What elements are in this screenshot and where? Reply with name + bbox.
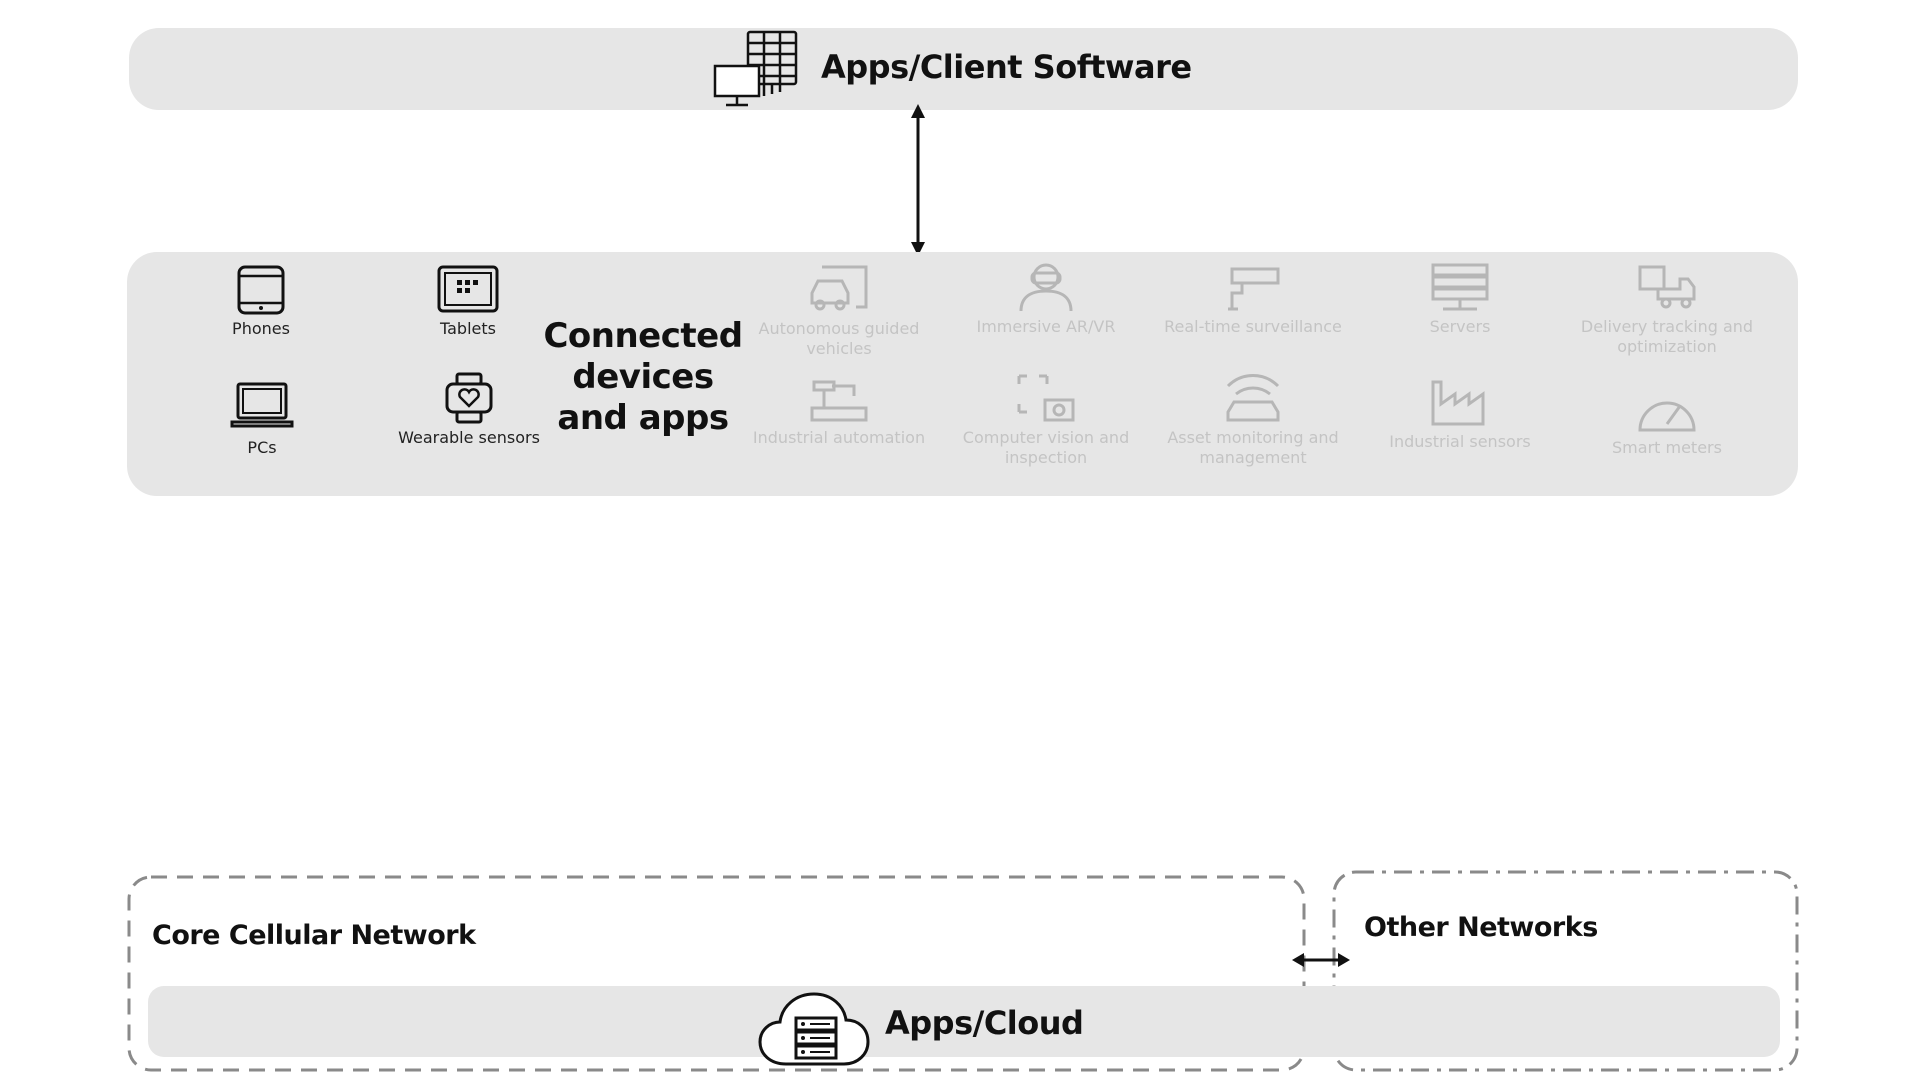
other-networks-title: Other Networks: [1364, 912, 1598, 943]
network-link-arrow: [1292, 953, 1350, 967]
app-label: Delivery tracking and optimization: [1580, 317, 1754, 356]
app-label: Industrial sensors: [1389, 432, 1531, 451]
connected-devices-band: [127, 252, 1798, 496]
laptop-icon: [230, 382, 294, 428]
app-label: Asset monitoring and management: [1167, 428, 1339, 467]
app-delivery: Delivery tracking and optimization: [1567, 263, 1767, 357]
device-label: Tablets: [440, 319, 496, 338]
app-computer-vision: Computer vision and inspection: [946, 372, 1146, 468]
computer-server-icon: [713, 30, 798, 107]
car-signal-icon: [1226, 374, 1280, 422]
vr-headset-icon: [1019, 263, 1073, 312]
device-tablets: Tablets: [368, 265, 568, 339]
app-label: Immersive AR/VR: [976, 317, 1116, 336]
factory-icon: [1431, 380, 1485, 426]
gauge-icon: [1638, 401, 1696, 432]
app-label: Autonomous guided vehicles: [758, 319, 920, 358]
app-autonomous-vehicles: Autonomous guided vehicles: [739, 263, 939, 359]
app-label: Industrial automation: [752, 428, 926, 447]
device-pcs: PCs: [162, 380, 362, 458]
app-industrial-sensors: Industrial sensors: [1360, 378, 1560, 452]
phone-icon: [237, 265, 285, 315]
app-label: Smart meters: [1612, 438, 1722, 457]
app-label: Servers: [1429, 317, 1491, 336]
client-software-title: Apps/Client Software: [821, 48, 1192, 86]
app-industrial-automation: Industrial automation: [739, 372, 939, 448]
app-label: Real-time surveillance: [1164, 317, 1342, 336]
vehicle-icon: [810, 265, 868, 311]
tablet-icon: [437, 265, 499, 313]
device-label: Wearable sensors: [398, 428, 540, 447]
app-ar-vr: Immersive AR/VR: [946, 263, 1146, 337]
app-asset-monitoring: Asset monitoring and management: [1153, 372, 1353, 468]
client-software-band: [129, 28, 1798, 110]
device-phones: Phones: [161, 265, 361, 339]
connected-devices-title: Connected devices and apps: [543, 316, 743, 438]
device-label: Phones: [232, 319, 290, 338]
app-smart-meters: Smart meters: [1567, 388, 1767, 458]
delivery-truck-icon: [1638, 265, 1696, 309]
app-servers: Servers: [1360, 263, 1560, 337]
robot-arm-icon: [810, 380, 868, 422]
cloud-server-icon: [758, 992, 870, 1066]
cloud-title: Apps/Cloud: [885, 1004, 1084, 1042]
server-rack-icon: [1431, 263, 1489, 311]
app-label: Computer vision and inspection: [962, 428, 1130, 467]
device-label: PCs: [247, 438, 277, 457]
scan-icon: [1017, 374, 1075, 422]
device-wearable: Wearable sensors: [369, 372, 569, 448]
core-network-title: Core Cellular Network: [152, 920, 476, 951]
camera-icon: [1228, 267, 1280, 311]
cloud-band: [148, 986, 1780, 1057]
app-surveillance: Real-time surveillance: [1153, 263, 1353, 337]
wearable-icon: [445, 372, 493, 424]
